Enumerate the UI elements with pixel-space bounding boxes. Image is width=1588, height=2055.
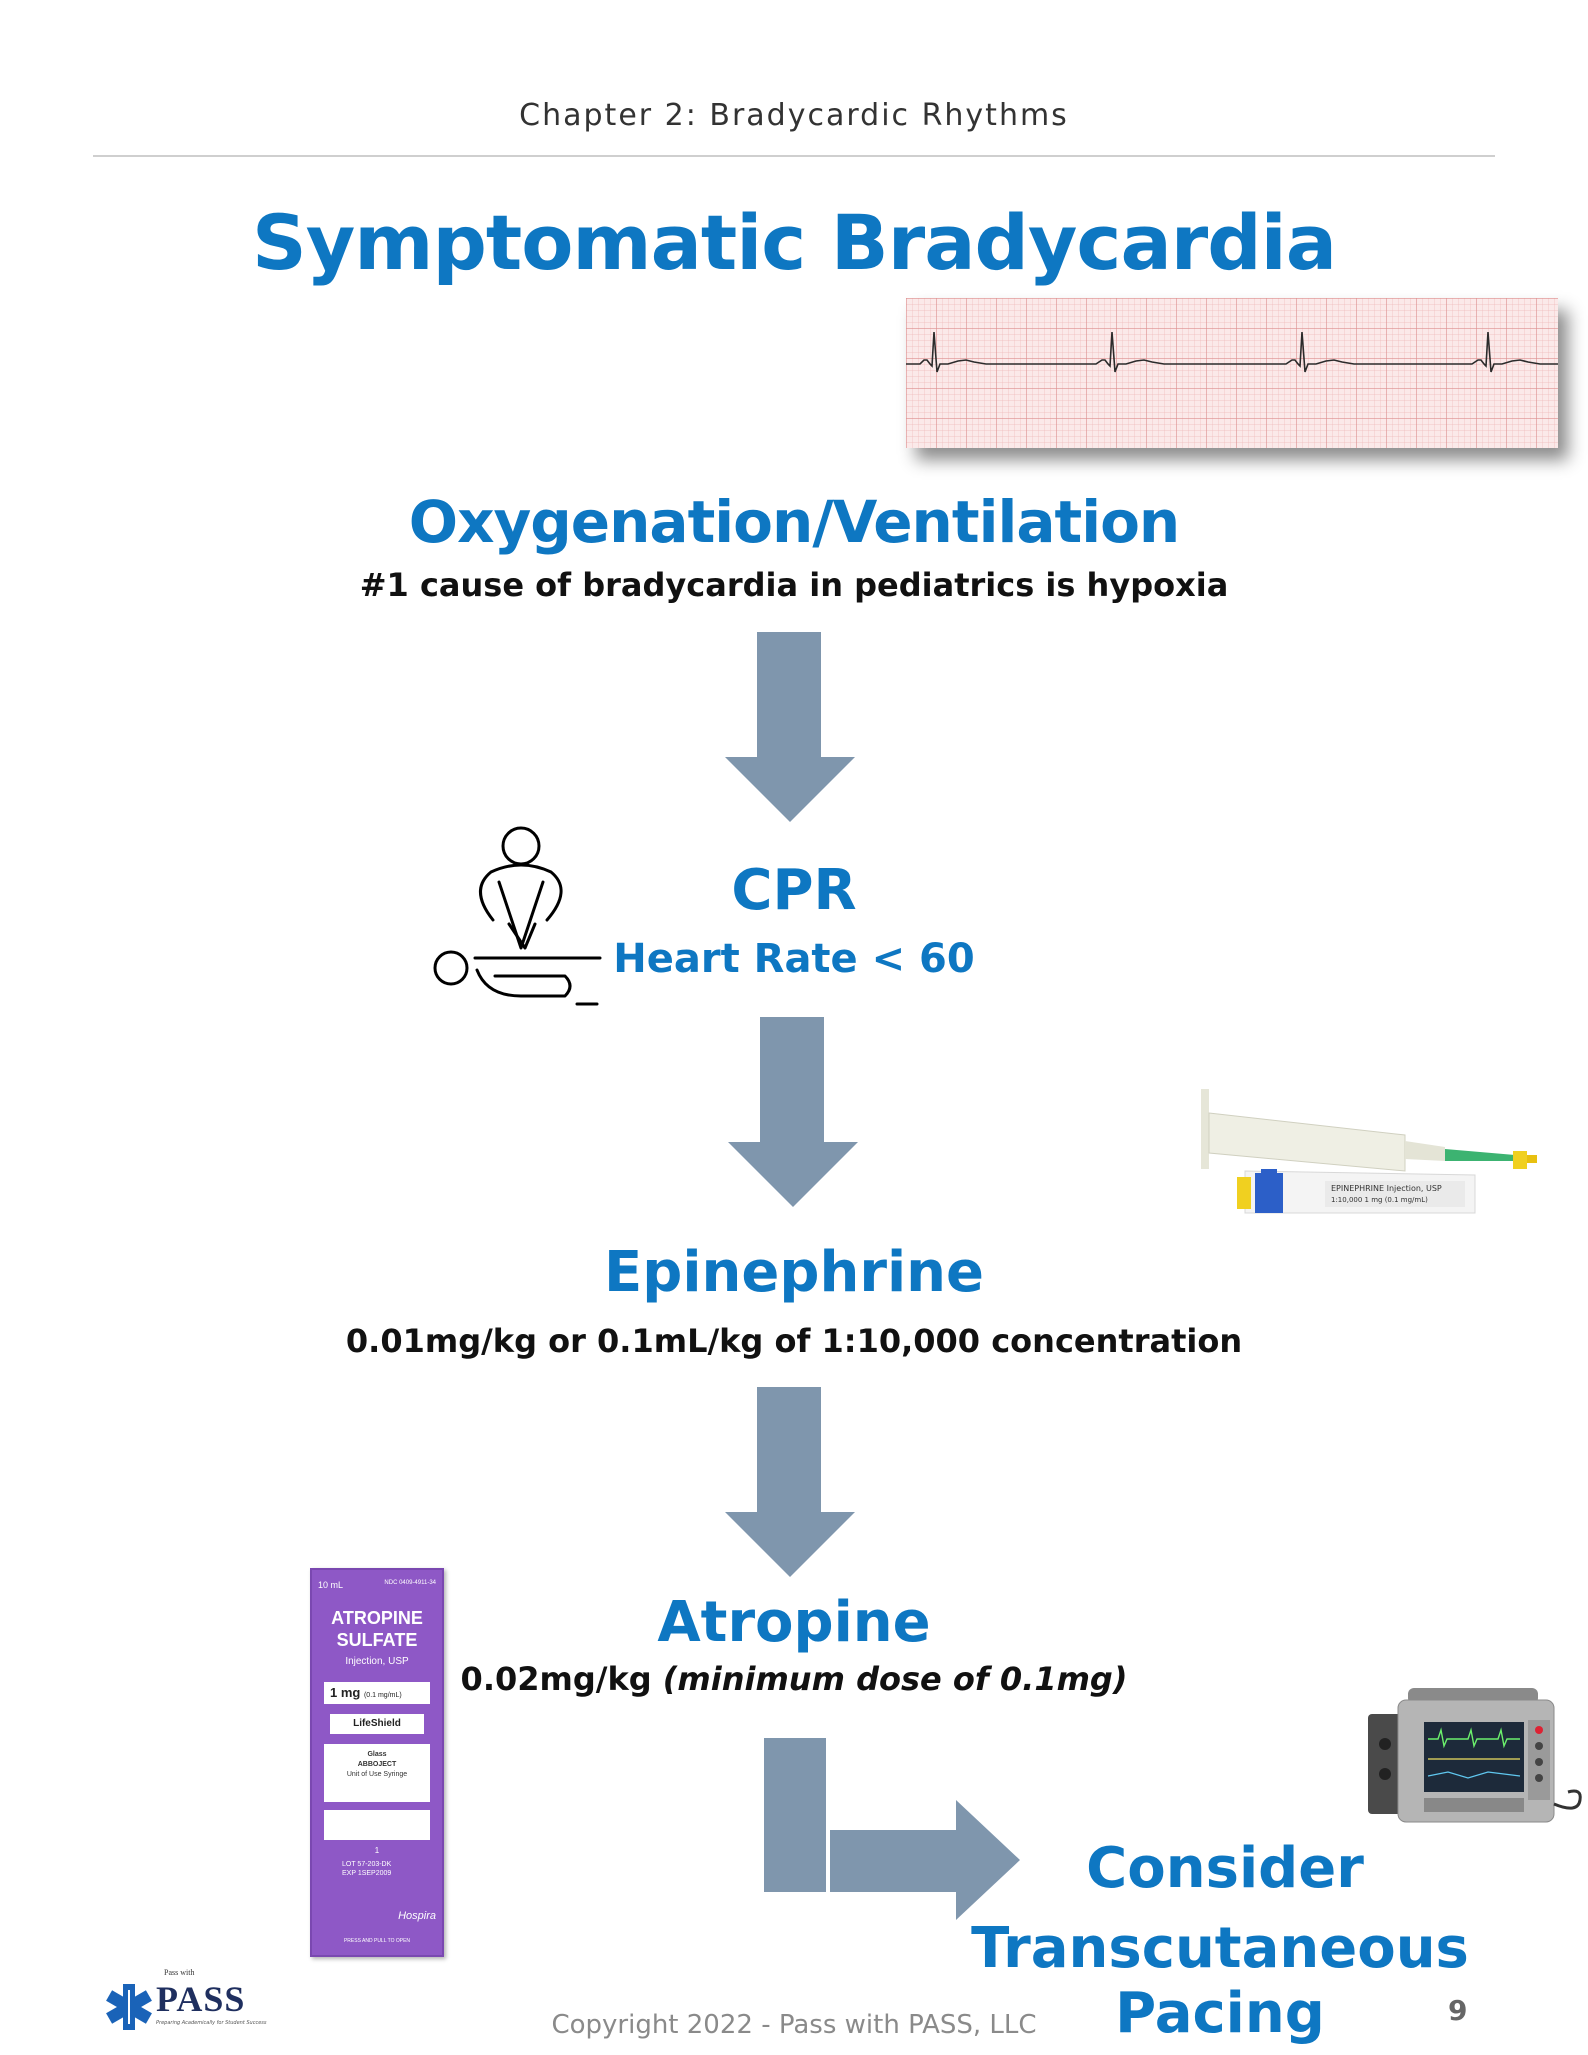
cpr-icon [433,826,602,1006]
page-number: 9 [1448,1994,1468,2027]
atropine-exp: EXP 1SEP2009 [342,1870,392,1877]
defibrillator-monitor-image [1368,1688,1582,1823]
atropine-ndc: NDC 0409-4911-34 [384,1580,436,1586]
atropine-dose-note: 0.02mg/kg (minimum dose of 0.1mg) [0,1660,1588,1698]
epinephrine-syringe-image: EPINEPHRINE Injection, USP 1:10,000 1 mg… [1201,1089,1537,1214]
atropine-strength-detail: (0.1 mg/mL) [363,1692,402,1699]
ekg-strip-image [906,298,1558,448]
cpr-heading: CPR [731,858,857,923]
page-title: Symptomatic Bradycardia [252,198,1337,287]
down-arrow-icon [725,1387,855,1577]
down-arrow-icon [725,632,855,822]
atropine-form: Injection, USP [345,1656,409,1667]
epinephrine-dose-note: 0.01mg/kg or 0.1mL/kg of 1:10,000 concen… [345,1322,1243,1360]
syringe-label-line2: 1:10,000 1 mg (0.1 mg/mL) [1331,1196,1428,1204]
chapter-header: Chapter 2: Bradycardic Rhythms [519,98,1069,133]
logo-tagline: Preparing Academically for Student Succe… [156,2020,267,2026]
copyright-text: Copyright 2022 - Pass with PASS, LLC [551,2010,1037,2040]
atropine-dose-main: 0.02mg/kg [460,1660,663,1698]
atropine-box-image: 10 mL NDC 0409-4911-34 ATROPINE SULFATE … [310,1568,444,1957]
oxygenation-heading: Oxygenation/Ventilation [408,488,1180,556]
atropine-count: 1 [374,1846,380,1855]
header-divider [93,155,1495,157]
atropine-lot: LOT 57-203-DK [342,1861,392,1868]
atropine-strength: 1 mg [330,1685,361,1700]
atropine-volume: 10 mL [318,1580,344,1590]
pacing-heading-line1: Consider [1086,1836,1364,1901]
bent-arrow-icon [764,1738,1020,1920]
atropine-brand: LifeShield [330,1714,424,1734]
atropine-heading: Atropine [657,1590,931,1655]
star-of-life-icon [106,1984,152,2030]
atropine-name-2: SULFATE [336,1630,418,1650]
atropine-syringe-3: Unit of Use Syringe [346,1771,408,1778]
logo-small-text: Pass with [164,1968,195,1977]
epinephrine-heading: Epinephrine [604,1240,984,1305]
atropine-name-1: ATROPINE [331,1608,423,1628]
down-arrow-icon [728,1017,858,1207]
atropine-syringe-2: ABBOJECT [357,1761,397,1768]
pacing-heading-line2: Transcutaneous Pacing [971,1916,1469,2046]
oxygenation-note: #1 cause of bradycardia in pediatrics is… [359,566,1229,604]
atropine-syringe-1: Glass [367,1751,387,1758]
atropine-maker: Hospira [398,1910,436,1922]
pass-logo: Pass with PASS Preparing Academically fo… [104,1968,304,2034]
cpr-heart-rate-note: Heart Rate < 60 [613,936,975,982]
atropine-dose-minimum: (minimum dose of 0.1mg) [662,1660,1128,1698]
atropine-pull: PRESS AND PULL TO OPEN [343,1938,411,1944]
syringe-label-line1: EPINEPHRINE Injection, USP [1331,1184,1442,1193]
logo-main-text: PASS [156,1979,246,2019]
